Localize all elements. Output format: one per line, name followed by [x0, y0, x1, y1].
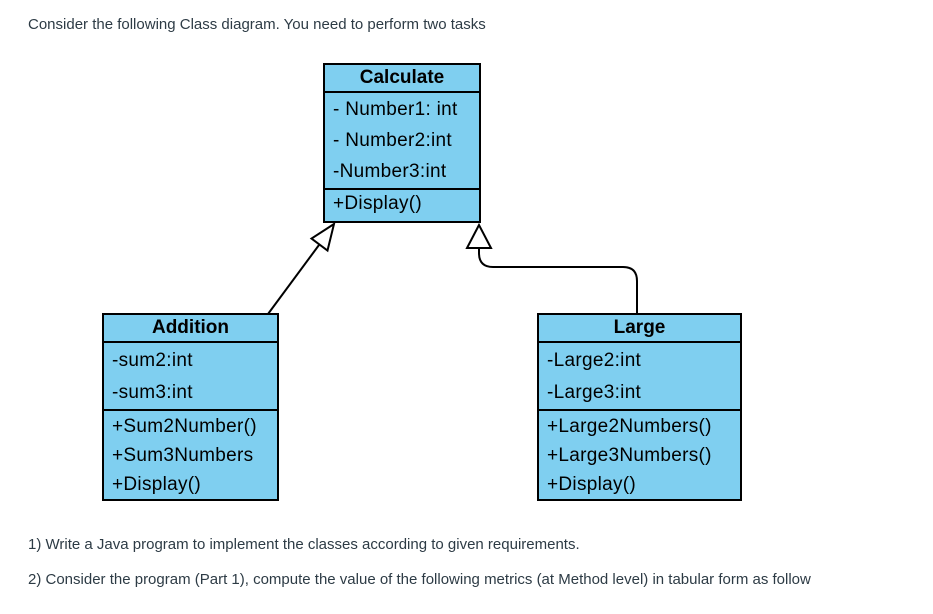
task1-text: 1) Write a Java program to implement the…: [28, 536, 580, 553]
class-attributes-section: - Number1: int - Number2:int -Number3:in…: [325, 93, 479, 190]
class-attribute: -sum2:int: [112, 350, 193, 371]
class-title: Large: [539, 315, 740, 343]
generalization-arrowhead-icon: [309, 221, 336, 253]
class-attribute: -Number3:int: [333, 161, 447, 182]
class-attribute: - Number2:int: [333, 130, 452, 151]
class-attributes-section: -sum2:int -sum3:int: [104, 343, 277, 411]
class-title: Addition: [104, 315, 277, 343]
generalization-line-addition: [267, 244, 320, 315]
intro-text: Consider the following Class diagram. Yo…: [28, 16, 486, 33]
class-methods-section: +Display(): [325, 190, 479, 219]
class-box-calculate: Calculate - Number1: int - Number2:int -…: [323, 63, 481, 223]
class-title: Calculate: [325, 65, 479, 93]
class-attribute: -sum3:int: [112, 382, 193, 403]
class-method: +Sum3Numbers: [112, 445, 254, 466]
class-method: +Display(): [333, 193, 423, 214]
generalization-line-large: [478, 249, 638, 313]
class-method: +Sum2Number(): [112, 416, 257, 437]
class-attribute: - Number1: int: [333, 99, 458, 120]
class-attribute: -Large2:int: [547, 350, 642, 371]
class-methods-section: +Large2Numbers() +Large3Numbers() +Displ…: [539, 411, 740, 499]
task2-text: 2) Consider the program (Part 1), comput…: [28, 571, 811, 588]
class-method: +Large3Numbers(): [547, 445, 712, 466]
class-box-addition: Addition -sum2:int -sum3:int +Sum2Number…: [102, 313, 279, 501]
class-methods-section: +Sum2Number() +Sum3Numbers +Display(): [104, 411, 277, 499]
generalization-arrowhead-icon: [465, 222, 493, 249]
class-attributes-section: -Large2:int -Large3:int: [539, 343, 740, 411]
class-method: +Display(): [547, 474, 637, 495]
class-method: +Display(): [112, 474, 202, 495]
class-method: +Large2Numbers(): [547, 416, 712, 437]
class-attribute: -Large3:int: [547, 382, 642, 403]
class-box-large: Large -Large2:int -Large3:int +Large2Num…: [537, 313, 742, 501]
